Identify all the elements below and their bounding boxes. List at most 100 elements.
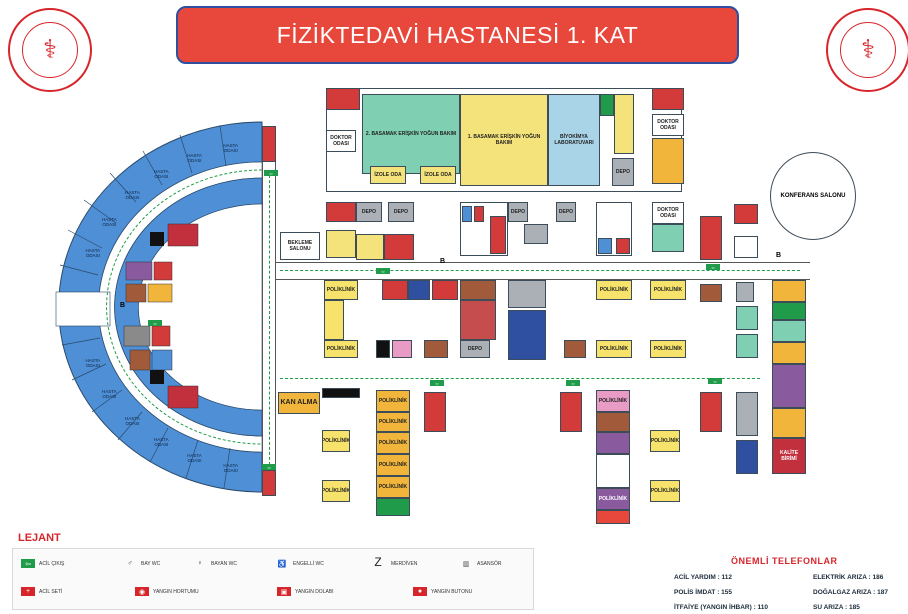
polyclinic-17: POLİKLİNİK (650, 480, 680, 502)
patient-room-label: HASTA ODASI (85, 247, 101, 258)
caduceus-icon: ⚕ (840, 22, 896, 78)
phone-electricity: ELEKTRİK ARIZA : 186 (813, 574, 884, 581)
ministry-seal-left: ⚕ (8, 8, 92, 92)
fire-button-icon: ● (413, 587, 427, 596)
red-room-right (700, 216, 722, 260)
orange-room-right (652, 138, 684, 184)
grey-room-g (736, 282, 754, 302)
wc-red-a (474, 206, 484, 222)
patient-room-label: HASTA ODASI (102, 217, 117, 228)
polyclinic-12: POLİKLİNİK (376, 454, 410, 476)
wc-right (734, 236, 758, 258)
exit-sign: ⇦ (148, 320, 162, 326)
doktor-odasi-room: DOKTOR ODASI (326, 130, 356, 152)
black-bar-lower (322, 388, 360, 398)
patient-room-label: HASTA ODASI (187, 453, 202, 464)
right-col-4 (772, 342, 806, 364)
polyclinic-2: POLİKLİNİK (324, 340, 358, 358)
icu-level2-room: 2. BASAMAK ERİŞKİN YOĞUN BAKIM (362, 94, 460, 174)
top-exit (600, 94, 614, 116)
exit-icon: ⇦ (21, 559, 35, 568)
polyclinic-11: POLİKLİNİK (376, 432, 410, 454)
polyclinic-1: POLİKLİNİK (324, 280, 358, 300)
patient-room-label: HASTA ODASI (187, 152, 202, 163)
phone-water: SU ARIZA : 185 (813, 604, 860, 611)
patient-room-label: HASTA ODASI (154, 437, 169, 448)
legend-label: ACİL ÇIKIŞ (39, 561, 65, 567)
polyclinic-6: POLİKLİNİK (650, 340, 686, 358)
phones-title: ÖNEMLİ TELEFONLAR (731, 556, 838, 566)
stair-block-bottom (262, 470, 276, 496)
caduceus-icon: ⚕ (22, 22, 78, 78)
wc-red-c (616, 238, 630, 254)
red-room-right-2 (734, 204, 758, 224)
grey-room-f: DEPO (460, 340, 490, 358)
green-room-lower (376, 498, 410, 516)
legend-label: ASANSÖR (477, 561, 502, 567)
legend-label: YANGIN DOLABI (295, 589, 334, 595)
grey-room-right (736, 392, 758, 436)
depo-room-top: DEPO (612, 158, 634, 186)
blue-room-c (408, 280, 430, 300)
legend-label: BAY WC (141, 561, 161, 567)
quality-unit-room: KALİTE BİRİMİ (772, 438, 806, 474)
exit-sign: ⇦ (706, 264, 720, 270)
polyclinic-4: POLİKLİNİK (596, 340, 632, 358)
map-title: FİZİKTEDAVİ HASTANESİ 1. KAT (176, 6, 739, 64)
legend-label: YANGIN BUTONU (431, 589, 473, 595)
first-aid-icon: + (21, 587, 35, 596)
yellow-room-b (356, 234, 384, 260)
red-room-c (382, 280, 408, 300)
polyclinic-7: POLİKLİNİK (322, 430, 350, 452)
phone-gas: DOĞALGAZ ARIZA : 187 (813, 589, 888, 596)
grey-room-e (508, 280, 546, 308)
polyclinic-15: POLİKLİNİK (596, 488, 630, 510)
legend-title: LEJANT (18, 532, 61, 544)
biochemistry-lab-room: BİYOKİMYA LABORATUVARI (548, 94, 600, 186)
teal-room-right (652, 224, 684, 252)
yellow-room-a (326, 230, 356, 258)
exit-sign: ⇦ (376, 268, 390, 274)
b-label: B (120, 302, 126, 309)
grey-room-c (524, 224, 548, 244)
evac-route-lower (280, 378, 760, 379)
pink-room-a (392, 340, 412, 358)
depo-room-d: DEPO (556, 202, 576, 222)
red-room-b (384, 234, 414, 260)
depo-room-c: DEPO (508, 202, 528, 222)
patient-room-label: HASTA ODASI (223, 143, 239, 154)
red-room-lower-c (596, 510, 630, 524)
patient-room-label: HASTA ODASI (154, 168, 169, 179)
legend-label: MERDİVEN (391, 561, 418, 567)
polyclinic-9: POLİKLİNİK (376, 390, 410, 412)
patient-room-label: HASTA ODASI (125, 190, 140, 201)
blue-room-right (736, 440, 758, 474)
right-col-5 (772, 364, 806, 408)
wc-red-b (490, 216, 506, 254)
legend-label: YANGIN HORTUMU (153, 589, 199, 595)
evac-route-main (280, 270, 800, 271)
icu-level1-room: 1. BASAMAK ERİŞKİN YOĞUN BAKIM (460, 94, 548, 186)
red-room-lower-b (560, 392, 582, 432)
right-col-3 (772, 320, 806, 342)
fire-hose-icon: ◉ (135, 587, 149, 596)
exit-sign: ⇦ (566, 380, 580, 386)
red-room-a (326, 202, 356, 222)
patient-room-label: HASTA ODASI (223, 462, 239, 473)
depo-room-a: DEPO (356, 202, 382, 222)
main-horizontal-corridor (276, 262, 810, 280)
brown-room-d (700, 284, 722, 302)
stair-block-top (262, 126, 276, 162)
brown-room-c (564, 340, 586, 358)
floor-plan: DOKTOR ODASI 2. BASAMAK ERİŞKİN YOĞUN BA… (55, 88, 856, 524)
phone-police: POLİS İMDAT : 155 (674, 589, 733, 596)
brown-room-a (460, 280, 496, 300)
right-col-6 (772, 408, 806, 438)
stairs-top-right (652, 88, 684, 110)
blood-draw-room: KAN ALMA (278, 392, 320, 414)
semicircle-wing (55, 121, 263, 493)
stairs-top-left (326, 88, 360, 110)
red-room-lower-a (424, 392, 446, 432)
patient-room-label: HASTA ODASI (85, 358, 101, 369)
polyclinic-3: POLİKLİNİK (596, 280, 632, 300)
